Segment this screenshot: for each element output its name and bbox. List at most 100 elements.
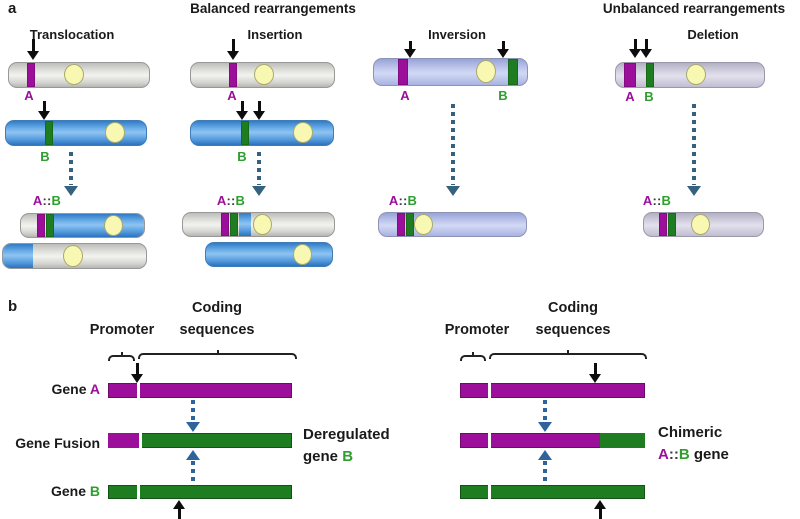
promoter-junction-gap bbox=[488, 433, 491, 448]
gene-a-letter: A bbox=[625, 89, 635, 104]
unbalanced-header: Unbalanced rearrangements bbox=[602, 1, 786, 16]
panel-b-label: b bbox=[8, 298, 18, 315]
promoter-bracket bbox=[460, 355, 486, 361]
gene-b-band bbox=[45, 121, 53, 145]
balanced-header: Balanced rearrangements bbox=[190, 1, 356, 16]
breakpoint-arrow-icon bbox=[131, 363, 144, 383]
inserted-segment bbox=[239, 213, 251, 236]
title-inversion: Inversion bbox=[428, 27, 486, 42]
coding-label: Coding bbox=[192, 300, 242, 316]
deregulated-annotation-line2: gene B bbox=[303, 448, 354, 465]
fusion-arrow-icon bbox=[186, 450, 200, 483]
title-translocation: Translocation bbox=[29, 27, 115, 42]
breakpoint-arrow-icon bbox=[38, 101, 51, 120]
centromere bbox=[63, 245, 83, 267]
gene-b-band bbox=[230, 213, 238, 236]
breakpoint-arrow-icon bbox=[227, 39, 240, 60]
promoter-junction-gap bbox=[488, 485, 491, 499]
breakpoint-arrow-icon bbox=[236, 101, 249, 120]
promoter-junction-gap bbox=[488, 383, 491, 398]
promoter-junction-gap bbox=[137, 383, 140, 398]
gene-b-coding-segment bbox=[600, 433, 645, 448]
gene-a-band bbox=[397, 213, 405, 236]
breakpoint-arrow-icon bbox=[253, 101, 266, 120]
chromosome-b-segment bbox=[53, 214, 144, 237]
coding-label: sequences bbox=[535, 322, 611, 338]
breakpoint-arrow-icon bbox=[497, 41, 510, 58]
gene-fusion-bar bbox=[108, 433, 292, 448]
centromere bbox=[104, 215, 123, 236]
gene-b-bar bbox=[460, 485, 645, 499]
inversion-chromosome bbox=[373, 58, 528, 86]
fusion-label: A::B bbox=[388, 193, 418, 208]
insertion-chromosome-a bbox=[190, 62, 335, 88]
deregulated-annotation: Deregulated bbox=[303, 426, 390, 443]
gene-b-letter: B bbox=[498, 88, 508, 103]
promoter-junction-gap bbox=[139, 433, 142, 448]
gene-a-promoter-segment bbox=[108, 433, 139, 448]
gene-a-band bbox=[229, 63, 237, 87]
centromere bbox=[686, 64, 706, 85]
gene-b-band bbox=[46, 214, 54, 237]
breakpoint-arrow-icon bbox=[629, 39, 642, 58]
gene-fusion-row-label: Gene Fusion bbox=[15, 435, 100, 451]
rearrangement-arrow-icon bbox=[446, 104, 460, 196]
chimeric-annotation-line2: A::B gene bbox=[658, 446, 729, 463]
fusion-label: A::B bbox=[642, 193, 672, 208]
promoter-label: Promoter bbox=[444, 322, 510, 338]
panel-a-label: a bbox=[8, 0, 17, 17]
promoter-label: Promoter bbox=[89, 322, 155, 338]
gene-a-band bbox=[624, 63, 636, 87]
gene-a-band bbox=[27, 63, 35, 87]
coding-bracket bbox=[138, 353, 297, 359]
breakpoint-arrow-icon bbox=[594, 500, 607, 519]
fusion-arrow-icon bbox=[538, 400, 552, 432]
title-insertion: Insertion bbox=[247, 27, 303, 42]
gene-b-letter: B bbox=[644, 89, 654, 104]
gene-b-letter: B bbox=[40, 149, 50, 164]
centromere bbox=[293, 244, 312, 265]
promoter-bracket bbox=[108, 355, 135, 361]
centromere bbox=[414, 214, 433, 235]
fusion-label: A::B bbox=[32, 193, 62, 208]
centromere bbox=[105, 122, 125, 143]
inversion-derivative bbox=[378, 212, 527, 237]
gene-b-band bbox=[668, 213, 676, 236]
rearrangement-arrow-icon bbox=[252, 152, 266, 196]
breakpoint-arrow-icon bbox=[640, 39, 653, 58]
translocation-derivative-1 bbox=[20, 213, 145, 238]
centromere bbox=[254, 64, 274, 85]
gene-a-letter: A bbox=[400, 88, 410, 103]
centromere bbox=[64, 64, 84, 85]
rearrangement-arrow-icon bbox=[687, 104, 701, 196]
deletion-chromosome bbox=[615, 62, 765, 88]
fusion-label: A::B bbox=[216, 193, 246, 208]
translocation-chromosome-b bbox=[5, 120, 147, 146]
centromere bbox=[293, 122, 313, 143]
centromere bbox=[253, 214, 272, 235]
gene-b-band bbox=[406, 213, 414, 236]
centromere bbox=[476, 60, 496, 83]
promoter-junction-gap bbox=[137, 485, 140, 499]
coding-label: sequences bbox=[179, 322, 255, 338]
gene-a-band bbox=[221, 213, 229, 236]
title-deletion: Deletion bbox=[687, 27, 739, 42]
gene-b-band bbox=[508, 59, 518, 85]
insertion-derivative-1 bbox=[182, 212, 335, 237]
translocation-derivative-2 bbox=[2, 243, 147, 269]
fusion-arrow-icon bbox=[186, 400, 200, 432]
fusion-arrow-icon bbox=[538, 450, 552, 483]
translocation-chromosome-a bbox=[8, 62, 150, 88]
chromosome-b-segment bbox=[3, 244, 33, 268]
coding-bracket bbox=[489, 353, 647, 359]
breakpoint-arrow-icon bbox=[404, 41, 417, 58]
breakpoint-arrow-icon bbox=[27, 39, 40, 60]
chimeric-annotation: Chimeric bbox=[658, 424, 723, 441]
chimeric-gene-bar bbox=[460, 433, 645, 448]
gene-a-band bbox=[37, 214, 45, 237]
gene-a-band bbox=[659, 213, 667, 236]
gene-a-bar bbox=[460, 383, 645, 398]
rearrangement-arrow-icon bbox=[64, 152, 78, 196]
gene-a-band bbox=[398, 59, 408, 85]
